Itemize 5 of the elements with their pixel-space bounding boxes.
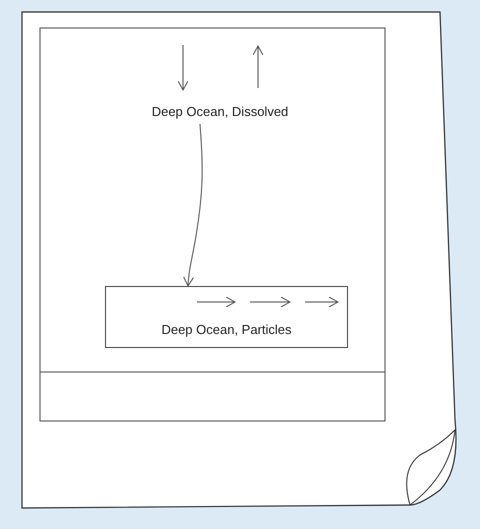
arrow — [252, 46, 264, 88]
arrow — [178, 44, 188, 90]
ocean-label: Deep Ocean, Dissolved — [130, 100, 310, 122]
process-box: Deep Ocean, Particles — [105, 286, 348, 348]
arrow — [183, 124, 203, 286]
